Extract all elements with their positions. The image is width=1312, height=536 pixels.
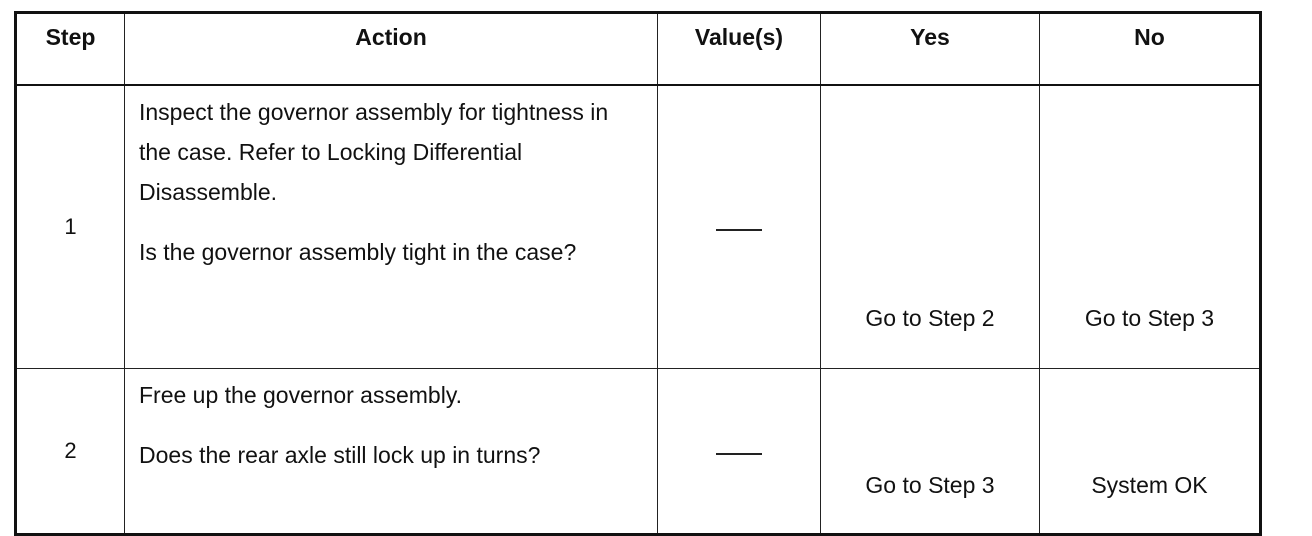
table-row: 2 Free up the governor assembly. Does th… <box>15 368 1261 536</box>
header-step: Step <box>15 12 125 86</box>
action-question: Does the rear axle still lock up in turn… <box>139 442 541 468</box>
header-yes: Yes <box>820 12 1040 86</box>
empty-value-dash <box>716 229 762 231</box>
step-number: 2 <box>15 368 125 536</box>
step-number: 1 <box>15 84 125 369</box>
diagnostic-table: Step Action Value(s) Yes No 1 Inspect th… <box>14 11 1262 536</box>
header-no: No <box>1039 12 1261 86</box>
value-cell <box>657 84 821 369</box>
table-header-row: Step Action Value(s) Yes No <box>15 12 1261 86</box>
header-values: Value(s) <box>657 12 821 86</box>
action-cell: Free up the governor assembly. Does the … <box>124 368 658 536</box>
empty-value-dash <box>716 453 762 455</box>
action-question: Is the governor assembly tight in the ca… <box>139 239 577 265</box>
yes-result: Go to Step 2 <box>820 84 1040 369</box>
no-result: Go to Step 3 <box>1039 84 1261 369</box>
action-instruction: Free up the governor assembly. <box>139 382 463 408</box>
table-row: 1 Inspect the governor assembly for tigh… <box>15 84 1261 369</box>
action-cell: Inspect the governor assembly for tightn… <box>124 84 658 369</box>
value-cell <box>657 368 821 536</box>
yes-result: Go to Step 3 <box>820 368 1040 536</box>
action-instruction: Inspect the governor assembly for tightn… <box>139 99 609 205</box>
header-action: Action <box>124 12 658 86</box>
no-result: System OK <box>1039 368 1261 536</box>
